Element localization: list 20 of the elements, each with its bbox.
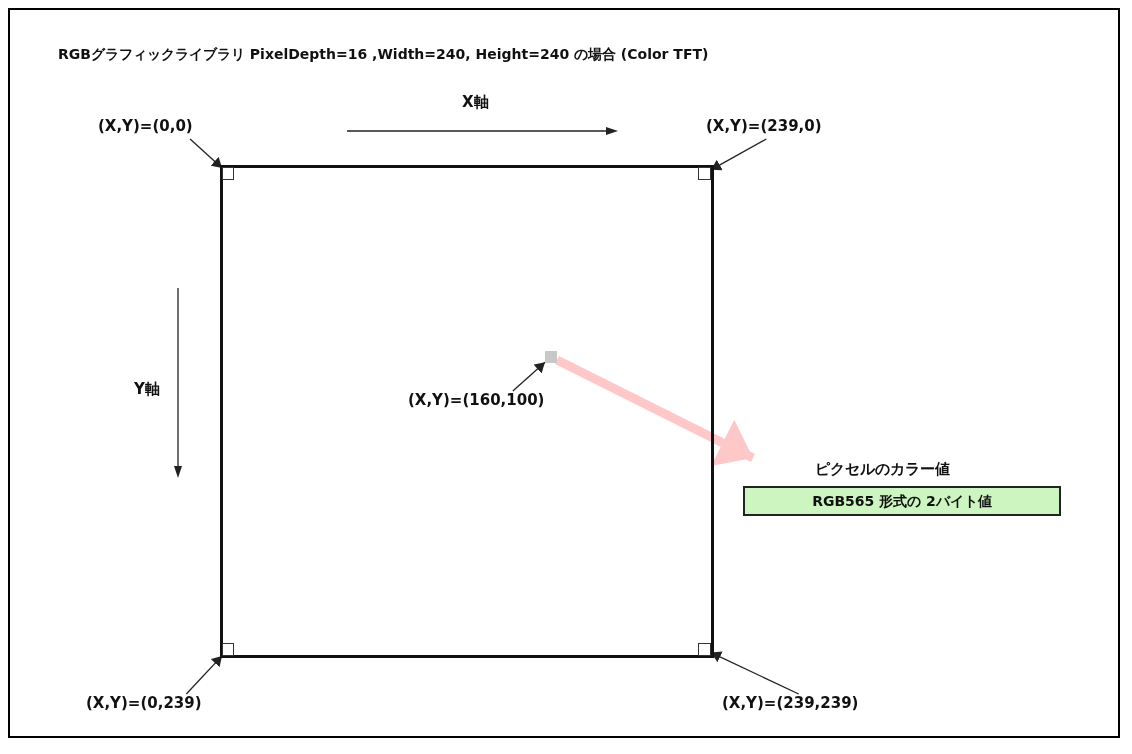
right-angle-mark (698, 167, 711, 180)
arrow (555, 355, 755, 467)
axis-label: Y軸 (134, 380, 160, 399)
leader-line (512, 361, 546, 392)
coordinate-label: (X,Y)=(239,239) (722, 694, 922, 716)
coordinate-label: (X,Y)=(0,239) (86, 694, 266, 716)
coordinate-label: (X,Y)=(239,0) (706, 117, 866, 139)
title: RGBグラフィックライブラリ PixelDepth=16 ,Width=240, Height=240 の場合 (Color TFT) (58, 46, 709, 64)
value-box: RGB565 形式の 2バイト値 (743, 486, 1061, 516)
axis-label: X軸 (462, 93, 489, 112)
screen-area (220, 165, 714, 658)
right-angle-mark (222, 643, 234, 656)
right-angle-mark (222, 167, 234, 180)
leader-line (185, 655, 223, 695)
coordinate-label: (X,Y)=(0,0) (98, 117, 258, 139)
leader-line (189, 138, 223, 169)
pixel-marker (545, 351, 557, 363)
coordinate-label: (X,Y)=(160,100) (408, 391, 593, 413)
heading: ピクセルのカラー値 (815, 460, 950, 479)
right-angle-mark (698, 643, 711, 656)
